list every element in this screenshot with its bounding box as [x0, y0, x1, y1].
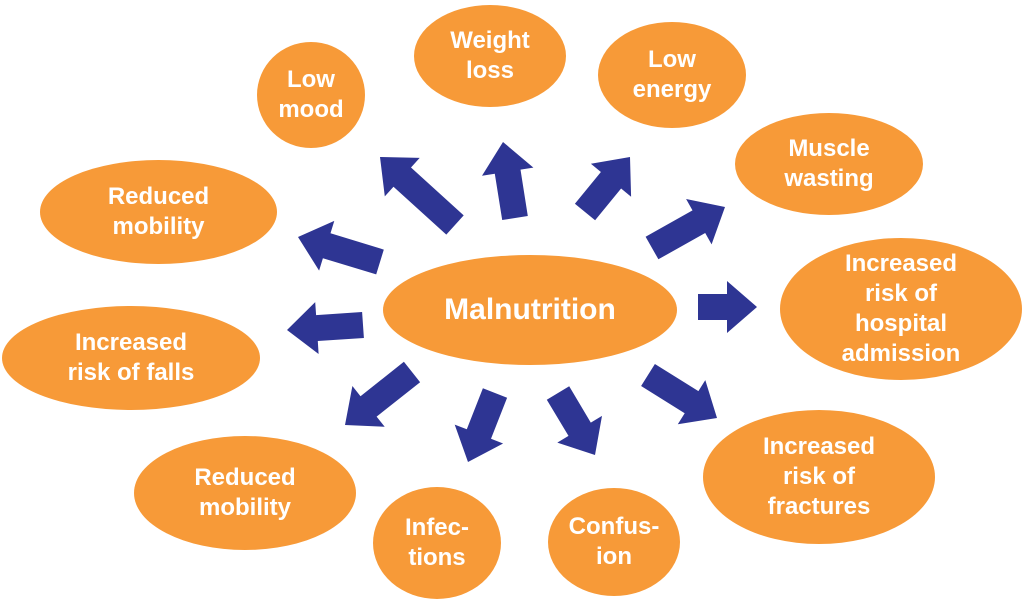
arrow-to-muscle-wasting [645, 199, 725, 260]
outcome-reduced-mobility-lower: Reduced mobility [134, 436, 356, 550]
arrow-to-weight-loss [482, 142, 534, 220]
arrow-to-low-energy [574, 157, 632, 221]
outcome-infections: Infec- tions [373, 487, 501, 599]
outcome-low-energy: Low energy [598, 22, 746, 128]
arrow-to-risk-of-fractures [641, 364, 717, 425]
outcome-muscle-wasting: Muscle wasting [735, 113, 923, 215]
arrow-to-infections [454, 388, 508, 462]
outcome-reduced-mobility-upper: Reduced mobility [40, 160, 277, 264]
arrow-to-risk-of-falls [287, 302, 364, 354]
arrow-to-hospital-admission [698, 281, 757, 333]
outcome-increased-risk-of-falls: Increased risk of falls [2, 306, 260, 410]
arrow-to-reduced-mobility-lo [345, 361, 421, 427]
arrow-to-low-mood [380, 157, 464, 235]
center-malnutrition: Malnutrition [383, 255, 677, 365]
outcome-weight-loss: Weight loss [414, 5, 566, 107]
outcome-increased-risk-hospital-admission: Increased risk of hospital admission [780, 238, 1022, 380]
outcome-low-mood: Low mood [257, 42, 365, 148]
outcome-confusion: Confus- ion [548, 488, 680, 596]
arrow-to-confusion [546, 386, 602, 455]
arrow-to-reduced-mobility-up [298, 220, 384, 275]
outcome-increased-risk-of-fractures: Increased risk of fractures [703, 410, 935, 544]
